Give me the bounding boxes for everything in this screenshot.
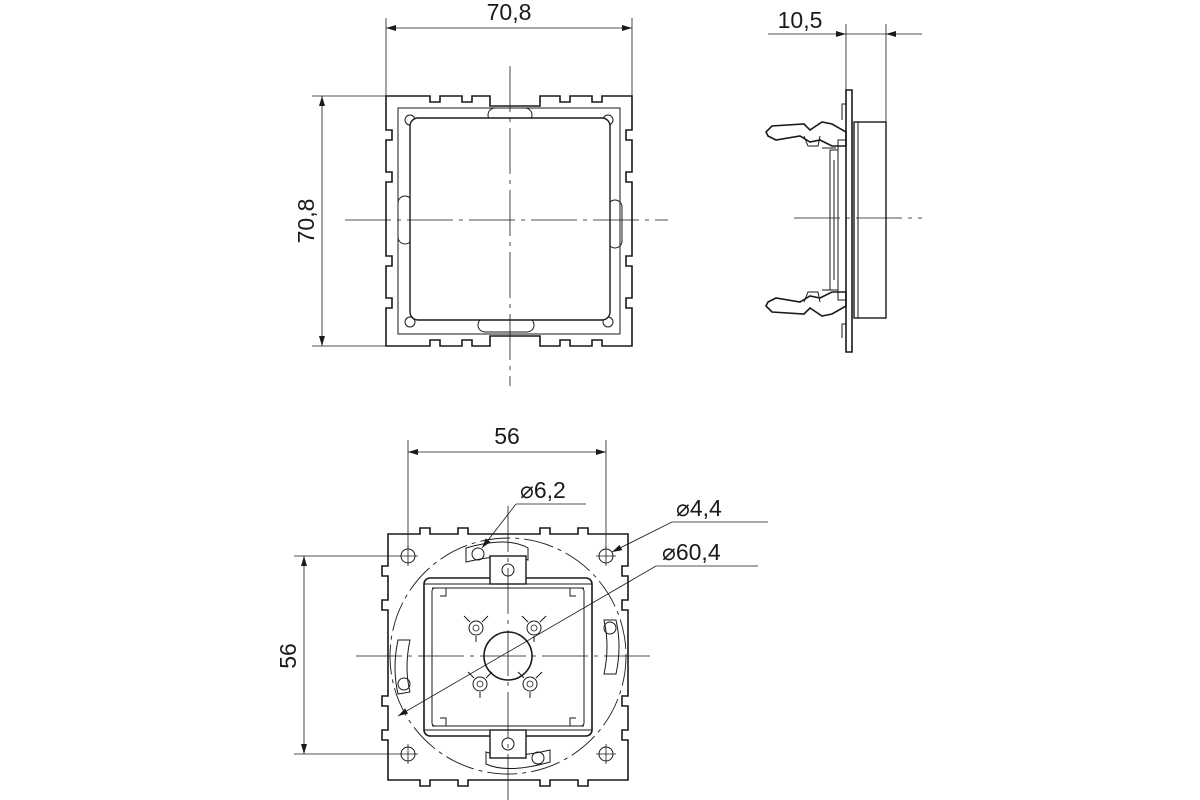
mount-hole-crosses [398, 546, 616, 764]
side-claw-top [765, 121, 847, 147]
front-height-label: 70,8 [293, 199, 319, 244]
mount-height-label: 56 [275, 643, 301, 669]
label-hole-corner: ⌀4,4 [676, 495, 722, 521]
side-claw-top-detail [803, 135, 836, 149]
mount-frame-outline [381, 527, 629, 787]
leader-circle-pitch-diag [397, 565, 657, 717]
label-hole-small: ⌀6,2 [520, 477, 566, 503]
side-mount-plate-steps [841, 103, 846, 338]
mount-slot-hole-bottom [531, 751, 545, 765]
mount-slot-hole-left [397, 677, 411, 691]
side-claw-bottom-detail [803, 289, 836, 303]
mount-slot-right [603, 619, 620, 675]
mount-slot-left [394, 639, 411, 695]
mount-slot-hole-right [603, 621, 617, 635]
leader-hole-corner-diag [611, 521, 673, 553]
front-width-label: 70,8 [487, 0, 532, 25]
side-mechanism-body [829, 139, 847, 301]
side-key-plate [853, 121, 887, 319]
mount-slot-hole-top [471, 547, 485, 561]
mount-terminal-br [517, 671, 543, 698]
leader-hole-small-diag [481, 503, 517, 549]
mount-latch-corners [432, 587, 584, 727]
side-depth-arrow-right [886, 31, 896, 37]
mount-width-label: 56 [494, 423, 520, 449]
side-depth-arrow-left [836, 31, 846, 37]
mount-terminal-tl [463, 615, 489, 642]
side-depth-label: 10,5 [778, 7, 823, 33]
front-frame-outline [385, 95, 633, 347]
mount-terminal-tr [521, 615, 547, 642]
label-circle-pitch: ⌀60,4 [662, 539, 721, 565]
front-view: 70,8 70,8 [293, 0, 668, 386]
mounting-view: 56 56 ⌀6,2 ⌀4,4 ⌀60,4 [275, 423, 768, 800]
front-frame-inner [397, 107, 621, 335]
front-hole-bl [404, 316, 416, 328]
mount-terminal-bl [467, 671, 493, 698]
side-view: 10,5 [765, 7, 922, 353]
side-mount-plate [845, 89, 853, 353]
side-claw-bottom [765, 291, 847, 317]
